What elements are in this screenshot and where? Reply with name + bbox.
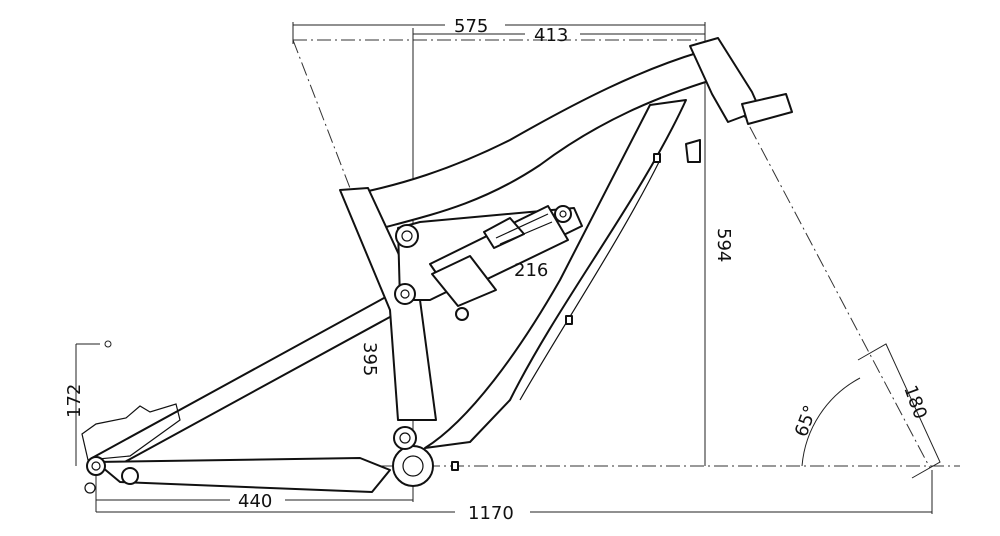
label-shock-length: 216: [514, 260, 548, 281]
bottom-bracket: [392, 445, 434, 487]
label-head-angle: 65°: [791, 403, 822, 440]
seat-tube: [339, 187, 437, 421]
down-tube: [424, 99, 687, 449]
main-pivot: [393, 426, 417, 450]
rocker-pivot: [395, 224, 419, 248]
label-top-length: 575: [454, 16, 488, 37]
rear-axle: [86, 456, 106, 476]
seatstay-pivot: [394, 283, 416, 305]
label-wheelbase: 1170: [468, 503, 514, 524]
label-bb-drop: 172: [64, 384, 85, 418]
rear-shock: [429, 205, 569, 321]
cable-guide-top: [685, 139, 701, 163]
headset-cup: [741, 93, 793, 125]
label-chainstay: 440: [238, 491, 272, 512]
label-stack: 594: [713, 228, 734, 262]
chain-stay: [95, 457, 391, 493]
label-reach: 413: [534, 25, 568, 46]
label-head-tube: 180: [899, 383, 930, 422]
label-seat-tube: 395: [359, 342, 380, 376]
bike-frame: [81, 37, 793, 494]
seat-stay: [91, 291, 411, 471]
shock-mount-top: [554, 205, 572, 223]
